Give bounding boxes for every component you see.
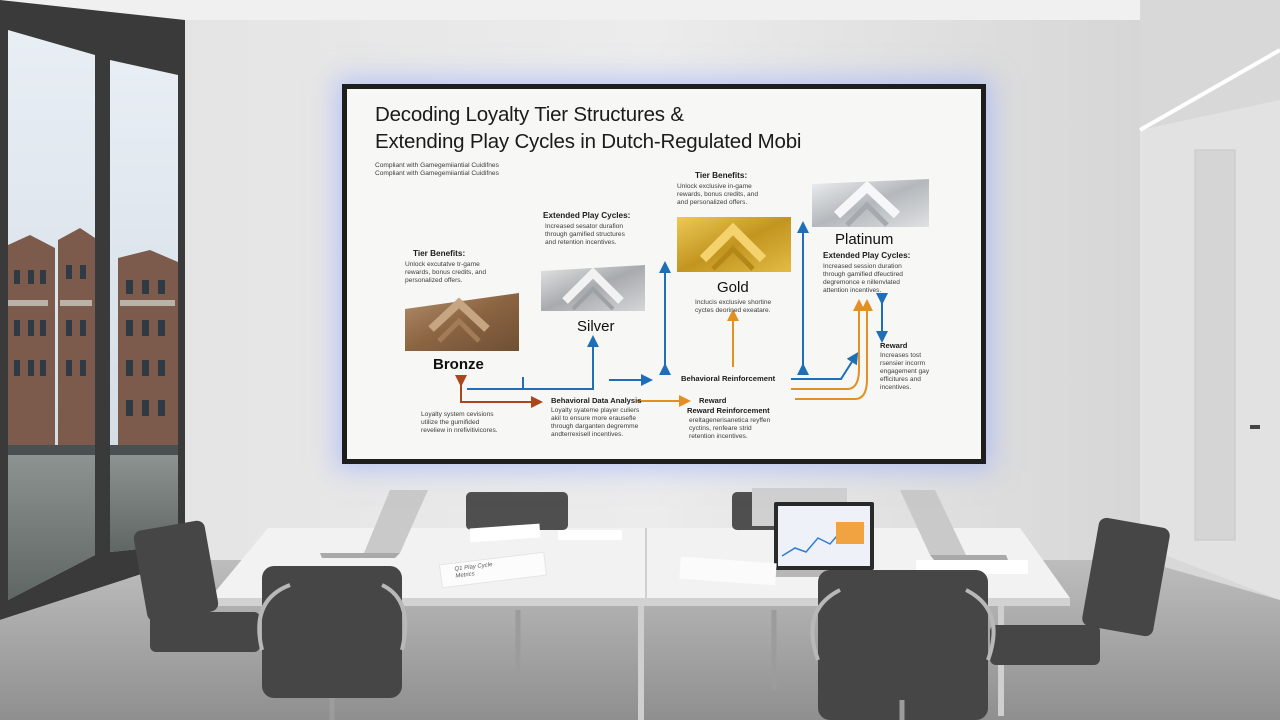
silver-text: Increased sesator durafion through gamif… [545,223,625,246]
bronze-tier-label: Bronze [433,356,484,373]
platinum-heading: Extended Play Cycles: [823,251,911,260]
bronze-benefit-heading: Tier Benefits: [413,249,466,258]
compliance-note: Compliant with Gamegemiiantial Cuidifnes [375,162,499,169]
gold-under-text: Inclucis exclusive shortine cyctes deori… [695,299,772,314]
silver-tier-label: Silver [577,318,615,335]
behavioral-reinforcement-label: Behavioral Reinforcement [681,374,776,383]
bronze-tier-block [405,293,519,351]
bronze-feedback-arrow [455,375,543,408]
bronze-footer-text: Loyalty system cevisions utilize the gum… [421,411,498,434]
presentation-screen: Decoding Loyalty Tier Structures & Exten… [342,84,986,464]
slide-title-line2: Extending Play Cycles in Dutch-Regulated… [375,130,802,153]
to-platinum-arrow [791,351,859,380]
platinum-tier-block [812,179,929,227]
behavioral-data-heading: Behavioral Data Analysis [551,396,642,405]
slide-title-line1: Decoding Loyalty Tier Structures & [375,103,684,126]
gold-tier-block [677,217,791,272]
reward-flow-arrow-1 [791,299,865,390]
right-reward-heading: Reward [880,341,908,350]
behavioral-data-text: Loyalty syateme player culiers akil to e… [551,407,640,438]
reward-heading: Reward [699,396,727,405]
gold-heading: Tier Benefits: [695,171,748,180]
silver-heading: Extended Play Cycles: [543,211,631,220]
reward-reinforcement-heading: Reward Reinforcement [687,406,770,415]
platinum-text: Increased session duration through gamif… [823,263,903,294]
tier-diagram [405,179,929,408]
reward-reinforcement-text: ereltagenerisanetica reyffen cyctins, re… [689,417,771,440]
gold-text: Unlock exclusive in-game rewards, bonus … [677,183,758,206]
reward-flow-arrow-2 [795,299,873,400]
bronze-to-silver-arrow [475,377,524,390]
gold-tier-label: Gold [717,279,749,296]
silver-tier-block [541,265,645,311]
bronze-benefit-text: Unlock excutatve tr-game rewards, bonus … [405,261,486,284]
right-reward-text: Increases tost rsensier incorm engagemen… [880,352,930,391]
compliance-note: Compliant with Gamegemiiantial Cuidifnes [375,170,499,177]
platinum-tier-label: Platinum [835,231,894,248]
